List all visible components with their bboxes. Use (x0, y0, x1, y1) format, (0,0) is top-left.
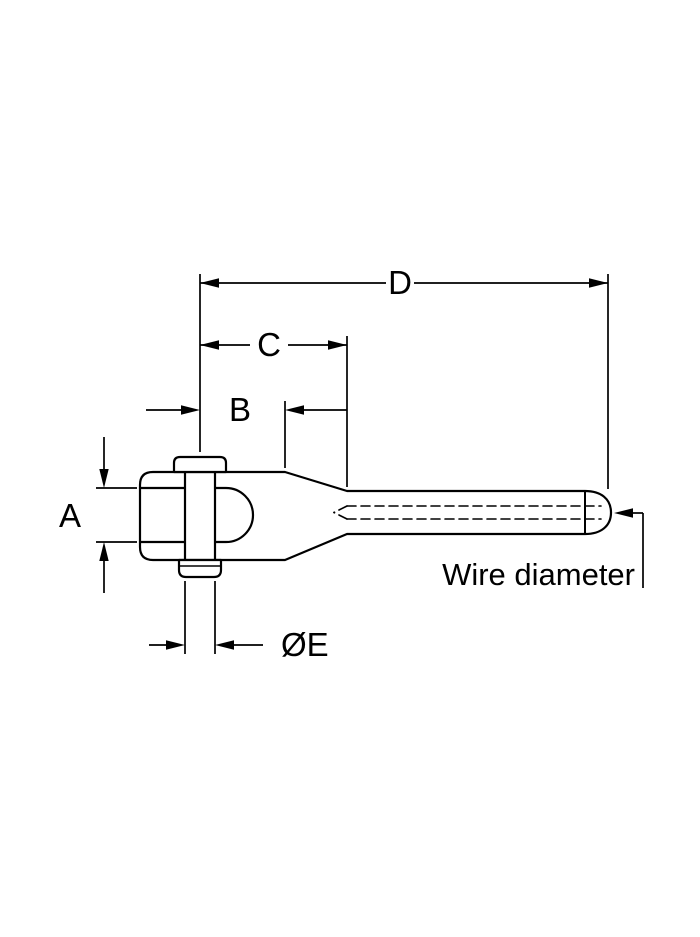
dim-label-b: B (229, 391, 251, 428)
arrowhead-left-pointing (285, 405, 304, 415)
clevis-pin (172, 455, 228, 579)
dimension-a: A (59, 437, 137, 593)
pin-retainer (177, 558, 223, 579)
arrowhead-right-pointing (181, 405, 200, 415)
dimension-c: C (200, 326, 348, 487)
fork-terminal-part (138, 455, 613, 579)
arrowhead-right (589, 278, 608, 288)
dimension-d: D (199, 264, 609, 489)
dimension-oe: ØE (149, 581, 329, 663)
leader-arrowhead (614, 508, 633, 518)
dim-label-oe: ØE (281, 626, 329, 663)
arrowhead-left (200, 278, 219, 288)
jaw-slot-outline (138, 486, 255, 544)
wire-diameter-label: Wire diameter (442, 557, 635, 592)
hidden-bore (333, 505, 602, 520)
arrowhead-up-pointing (99, 542, 109, 561)
arrowhead-down-pointing (99, 469, 109, 488)
arrowhead-right-pointing (166, 640, 185, 650)
arrowhead-right (328, 340, 347, 350)
fork-shank-outline (138, 470, 613, 562)
dimensions: D C B (59, 264, 644, 663)
bore-cone-lower-dashed-line (333, 511, 348, 520)
arrowhead-left-pointing (215, 640, 234, 650)
pin-shaft-mask (184, 473, 216, 559)
dim-label-a: A (59, 497, 81, 534)
dimension-b: B (146, 391, 347, 468)
dim-label-c: C (257, 326, 281, 363)
wire-diameter-callout: Wire diameter (442, 508, 644, 592)
pin-head (172, 455, 228, 474)
dim-label-d: D (388, 264, 412, 301)
arrowhead-left (200, 340, 219, 350)
bore-cone-upper-dashed-line (333, 505, 348, 514)
